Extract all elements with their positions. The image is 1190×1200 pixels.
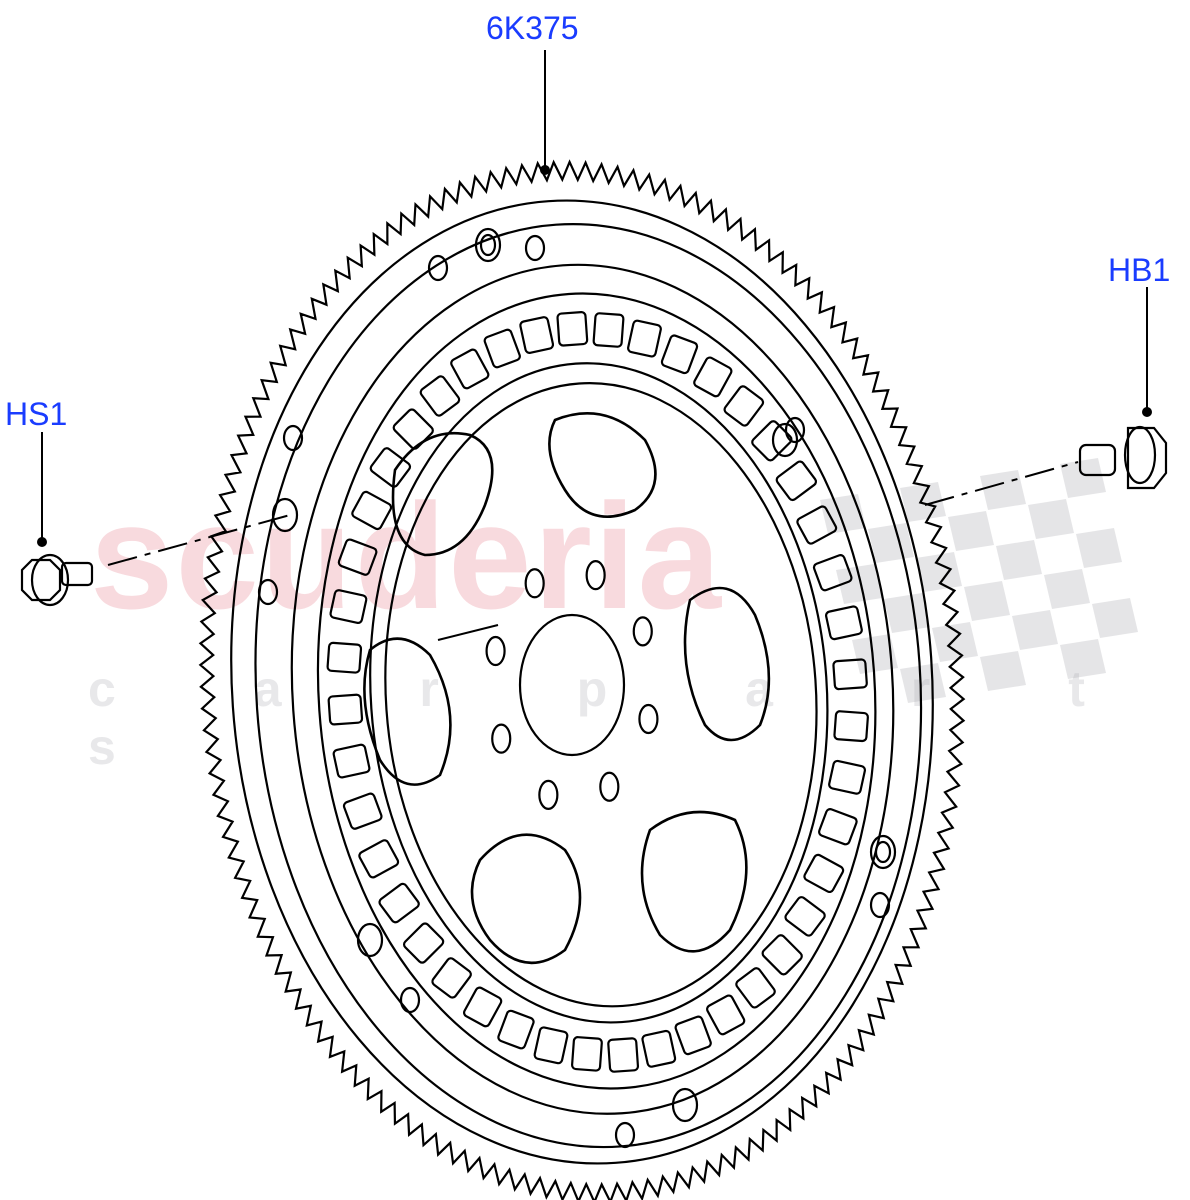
- window-slot: [706, 994, 746, 1036]
- window-slot: [332, 743, 371, 779]
- window-slot: [796, 505, 838, 545]
- bolt-hs1-drawing: [20, 553, 94, 607]
- window-slot: [693, 356, 733, 398]
- window-slot: [735, 967, 776, 1009]
- bolt-hole: [632, 616, 653, 647]
- window-slots: [326, 311, 869, 1073]
- flag-square: [1092, 598, 1138, 638]
- watermark-sub: c a r p a r t s: [88, 661, 1147, 775]
- bolt-hole: [524, 568, 545, 599]
- window-slot: [326, 641, 363, 674]
- callout-HB1[interactable]: HB1: [1108, 252, 1171, 288]
- window-slot: [392, 408, 434, 450]
- flag-square: [820, 494, 866, 534]
- flag-square: [884, 593, 930, 633]
- flag-square: [948, 511, 994, 551]
- window-slot: [533, 1026, 569, 1065]
- checkered-flag-watermark: [820, 458, 1138, 703]
- callout-6K375[interactable]: 6K375: [486, 10, 579, 46]
- window-slot: [832, 658, 868, 691]
- window-ring-outer: [316, 292, 877, 1090]
- lightening-lobes: [363, 412, 771, 965]
- window-slot: [660, 334, 699, 375]
- bolt-hb1-drawing: [1078, 425, 1168, 490]
- bolt-hole: [585, 560, 606, 591]
- flywheel-rim-inner: [254, 223, 923, 1149]
- window-slot: [463, 986, 503, 1028]
- flag-square: [900, 663, 946, 703]
- window-slot: [751, 420, 793, 462]
- flag-square: [1060, 639, 1106, 679]
- window-slot: [592, 312, 625, 348]
- bolt-hole: [485, 635, 506, 667]
- flag-square: [1060, 458, 1106, 498]
- leader-dots: [37, 165, 1152, 547]
- callout-HS1[interactable]: HS1: [5, 396, 68, 432]
- window-slot: [369, 447, 412, 488]
- flywheel-rim: [230, 199, 934, 1165]
- flag-square: [1044, 569, 1090, 609]
- window-slot: [803, 853, 845, 894]
- dowel-holes: [257, 227, 897, 1149]
- window-slot: [351, 490, 393, 531]
- window-slot: [483, 328, 521, 369]
- window-slot: [723, 385, 765, 427]
- flag-square: [932, 622, 978, 662]
- flag-square: [996, 540, 1042, 580]
- window-slot: [450, 348, 490, 390]
- window-slot: [327, 693, 364, 726]
- window-slot: [784, 896, 826, 937]
- window-slot: [329, 589, 368, 624]
- window-slot: [828, 759, 867, 795]
- window-slot: [761, 934, 803, 976]
- window-slot: [337, 538, 378, 576]
- window-slot: [431, 957, 472, 999]
- window-slot: [570, 1036, 603, 1072]
- flag-square: [1028, 499, 1074, 539]
- window-slot: [627, 319, 662, 358]
- flag-square: [916, 552, 962, 592]
- center-bore: [518, 613, 626, 757]
- flag-square: [868, 523, 914, 563]
- window-slot: [519, 316, 555, 354]
- flag-square: [980, 651, 1026, 691]
- hub-plate: [384, 382, 818, 1008]
- window-slot: [607, 1037, 640, 1073]
- window-slot: [556, 311, 589, 347]
- window-slot: [402, 922, 445, 964]
- plate-ring: [290, 263, 895, 1115]
- flag-square: [900, 482, 946, 522]
- flag-square: [836, 564, 882, 604]
- window-slot: [497, 1009, 535, 1050]
- window-slot: [674, 1015, 712, 1056]
- flag-square: [852, 634, 898, 674]
- flag-square: [964, 581, 1010, 621]
- crank-bolt-holes: [485, 560, 659, 810]
- ring-gear-teeth: [198, 159, 966, 1200]
- bolt-hole: [491, 723, 512, 754]
- window-slot: [818, 808, 858, 846]
- window-slot: [833, 710, 869, 743]
- flag-square: [1012, 610, 1058, 650]
- window-ring-inner: [369, 362, 829, 1024]
- window-slot: [641, 1029, 677, 1068]
- bolt-hole: [599, 771, 620, 802]
- leader-lines: [41, 50, 1148, 641]
- window-slot: [812, 554, 853, 592]
- bolt-hole: [638, 703, 659, 735]
- bolt-hole: [538, 779, 559, 810]
- flag-square: [980, 470, 1026, 510]
- window-slot: [342, 792, 383, 830]
- window-slot: [775, 460, 818, 502]
- window-slot: [419, 375, 461, 417]
- window-slot: [358, 839, 400, 879]
- flag-square: [1076, 528, 1122, 568]
- window-slot: [824, 605, 863, 641]
- window-slot: [378, 882, 420, 924]
